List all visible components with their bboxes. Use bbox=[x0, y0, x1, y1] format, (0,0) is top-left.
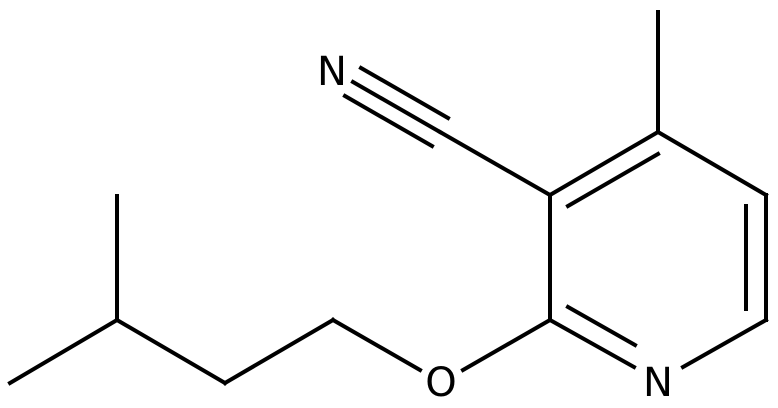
bond-c6-n1 bbox=[680, 317, 769, 370]
bond-c3-cn bbox=[437, 129, 553, 198]
bond-ch2-ch2 bbox=[222, 317, 336, 386]
bond-o-ch2 bbox=[330, 317, 423, 373]
bond-ch2-ch bbox=[114, 317, 228, 386]
bond-n1-c2 bbox=[547, 317, 637, 370]
bond-cn-triple-1 bbox=[350, 79, 443, 135]
bond-c3-c4 bbox=[547, 129, 661, 198]
atom-ring-n: N bbox=[643, 360, 673, 406]
bond-c2-o bbox=[460, 317, 553, 373]
bond-n1-c2-inner bbox=[565, 304, 638, 348]
bond-c4-c5 bbox=[655, 129, 769, 198]
atom-ether-o: O bbox=[425, 360, 456, 406]
bond-c3-c4-inner bbox=[565, 151, 661, 209]
atom-nitrile-n: N bbox=[317, 49, 347, 95]
bond-cn-triple-3 bbox=[342, 93, 435, 149]
atom-labels: N N O bbox=[317, 49, 673, 406]
bond-cn-triple-2 bbox=[358, 65, 451, 121]
bonds bbox=[7, 10, 769, 386]
bond-ch-methyl-left bbox=[7, 317, 120, 386]
